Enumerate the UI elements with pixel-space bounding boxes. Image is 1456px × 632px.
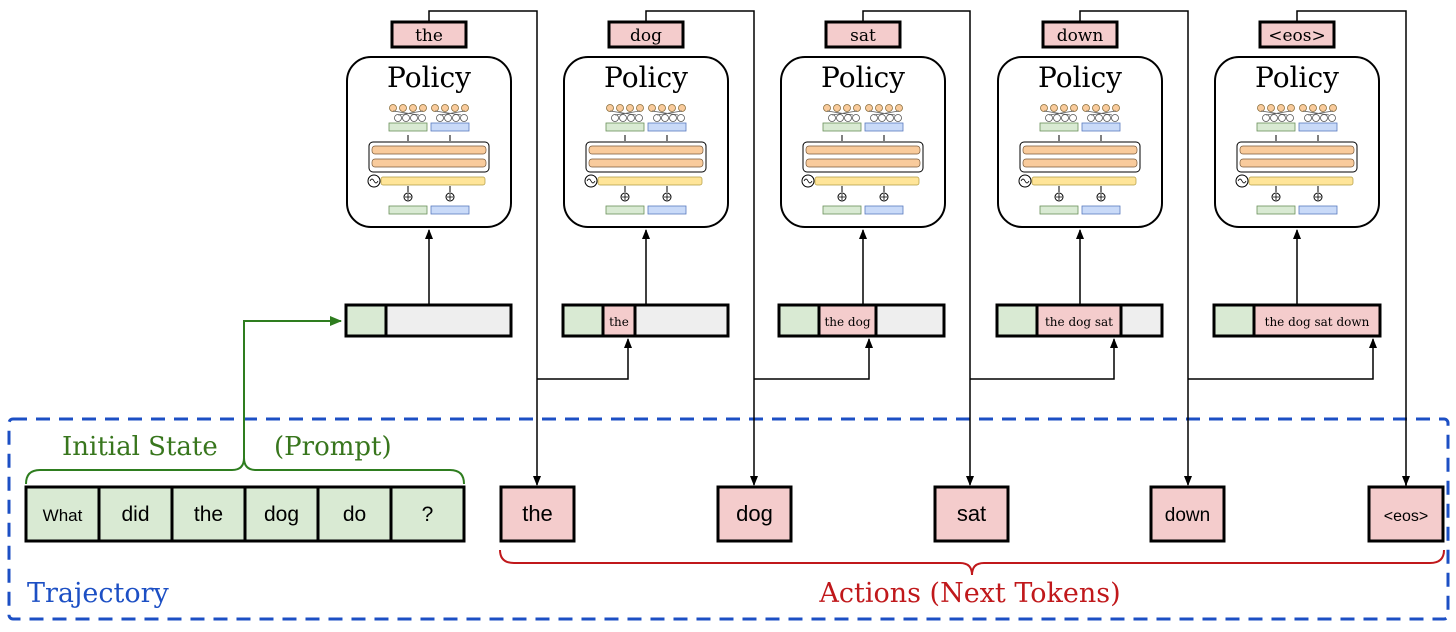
prompt-token: did [97, 485, 174, 543]
state-prompt-segment [995, 303, 1039, 338]
action-token-label: <eos> [1384, 508, 1428, 525]
transformer-icon [1018, 104, 1141, 215]
action-token-box [1149, 485, 1226, 543]
prompt-token-label: What [43, 506, 83, 525]
action-token-box [1367, 485, 1445, 543]
output-token-box [1258, 20, 1336, 49]
state-prompt-segment [1212, 303, 1256, 338]
output-token-label: dog [630, 26, 662, 46]
transformer-icon [584, 104, 707, 215]
action-token: the [499, 485, 576, 543]
action-token: <eos> [1367, 485, 1445, 543]
output-token-label: the [415, 26, 443, 46]
trajectory-frame [7, 417, 1450, 621]
transformer-icon [1235, 104, 1358, 215]
output-connector [1296, 10, 1407, 495]
output-token-label: sat [850, 26, 876, 46]
action-token-label: sat [957, 501, 986, 526]
action-token: dog [716, 485, 793, 543]
state-generated-text: the dog sat down [1265, 315, 1370, 329]
transformer-icon [801, 104, 924, 215]
prompt-token: do [316, 485, 393, 543]
action-feedback-arrow [537, 338, 632, 380]
prompt-token-label: do [343, 503, 366, 526]
prompt-token-label: the [194, 503, 223, 526]
output-token-label: down [1057, 26, 1104, 46]
prompt-token: ? [389, 485, 466, 543]
state-generated-text: the [609, 315, 629, 329]
action-token-label: dog [736, 501, 773, 526]
output-connector [862, 10, 971, 379]
output-connector [428, 10, 538, 379]
state-bar: the dog [777, 303, 946, 338]
state-bar: the [561, 303, 730, 338]
state-generated-segment [817, 303, 878, 338]
policy-title: Policy [821, 61, 905, 94]
output-token-box [607, 20, 685, 49]
action-token-box [716, 485, 793, 543]
initial-state-label: Initial State [62, 432, 218, 462]
policy-module: <eos> Policy [1214, 10, 1407, 495]
output-token-label: <eos> [1268, 26, 1326, 46]
state-generated-text: the dog sat [1045, 315, 1113, 329]
policy-title: Policy [387, 61, 471, 94]
prompt-token-box [389, 485, 466, 543]
action-token: down [1149, 485, 1226, 543]
output-connector [1079, 10, 1189, 379]
prompt-label: (Prompt) [274, 432, 392, 462]
prompt-token-box [97, 485, 174, 543]
state-generated-segment [1035, 303, 1123, 338]
action-token: sat [933, 485, 1010, 543]
action-token-label: down [1165, 505, 1210, 526]
prompt-token-label: did [121, 503, 149, 526]
action-token-box [499, 485, 576, 543]
prompt-token-label: dog [264, 503, 299, 526]
policy-title: Policy [1038, 61, 1122, 94]
prompt-token: What [24, 485, 101, 543]
actions-label: Actions (Next Tokens) [818, 578, 1120, 609]
output-token-box [824, 20, 902, 49]
state-generated-text: the dog [824, 315, 870, 329]
state-generated-segment [601, 303, 637, 338]
prompt-token-box [24, 485, 101, 543]
policy-title: Policy [604, 61, 688, 94]
prompt-token: the [170, 485, 247, 543]
output-connector [645, 10, 755, 379]
action-feedback-arrow [970, 338, 1118, 380]
actions-brace [499, 549, 1445, 576]
prompt-token-label: ? [422, 503, 434, 526]
state-bar [344, 303, 513, 338]
action-token-box [933, 485, 1010, 543]
state-prompt-segment [561, 303, 605, 338]
prompt-token-box [316, 485, 393, 543]
state-bar: the dog sat [995, 303, 1164, 338]
prompt-token-box [170, 485, 247, 543]
trajectory-label: Trajectory [27, 578, 169, 609]
prompt-to-state-arrow [243, 316, 342, 458]
state-generated-segment [1252, 303, 1382, 338]
state-prompt-segment [777, 303, 821, 338]
state-bar: the dog sat down [1212, 303, 1382, 338]
prompt-token: dog [243, 485, 320, 543]
action-token-label: the [522, 501, 553, 526]
action-feedback-arrow [754, 338, 873, 380]
output-token-box [1041, 20, 1119, 49]
transformer-icon [367, 104, 490, 215]
action-feedback-arrow [1188, 338, 1377, 380]
policy-title: Policy [1255, 61, 1339, 94]
state-prompt-segment [344, 303, 388, 338]
